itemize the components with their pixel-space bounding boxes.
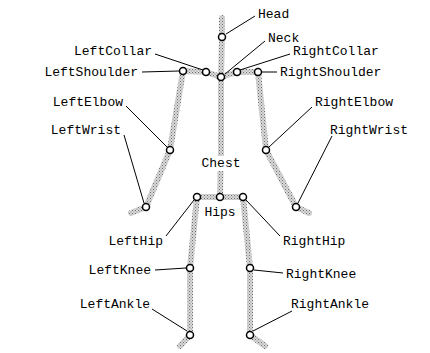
joint-label: LeftElbow — [53, 95, 123, 110]
leader-line — [254, 270, 283, 273]
joint-marker — [263, 147, 270, 154]
leader-line — [155, 54, 203, 70]
leader-lines — [124, 16, 332, 331]
joint-label: RightHip — [283, 234, 345, 249]
joint-marker — [218, 74, 225, 81]
bone — [221, 18, 222, 77]
leader-line — [142, 71, 179, 72]
joint-marker — [293, 204, 300, 211]
joint-marker — [187, 265, 194, 272]
joint-label: LeftCollar — [74, 44, 152, 59]
joint-label: LeftWrist — [51, 123, 121, 138]
bone — [220, 77, 221, 197]
joint-label: RightAnkle — [291, 297, 369, 312]
leader-line — [298, 136, 332, 203]
leader-line — [124, 135, 144, 203]
bone — [131, 71, 221, 213]
joint-marker — [143, 204, 150, 211]
joint-label: LeftHip — [108, 234, 163, 249]
leader-line — [246, 200, 280, 236]
joint-marker — [217, 194, 224, 201]
joint-label: LeftShoulder — [44, 65, 138, 80]
joint-label: RightElbow — [315, 95, 393, 110]
joints — [143, 34, 300, 339]
leader-line — [166, 200, 194, 236]
joint-label: Hips — [204, 205, 235, 220]
joint-label: RightKnee — [286, 267, 356, 282]
joint-marker — [247, 332, 254, 339]
leader-line — [262, 72, 277, 73]
leader-line — [226, 16, 255, 34]
joint-label: Neck — [268, 31, 299, 46]
joint-label: Chest — [200, 156, 241, 171]
joint-label: LeftAnkle — [80, 297, 150, 312]
joint-marker — [234, 69, 241, 76]
joint-marker — [187, 332, 194, 339]
joint-marker — [219, 34, 226, 41]
joint-label: LeftKnee — [89, 263, 151, 278]
joint-label: RightWrist — [330, 123, 408, 138]
joint-label: RightShoulder — [280, 65, 381, 80]
joint-marker — [194, 194, 201, 201]
bone — [221, 72, 309, 213]
joint-marker — [247, 265, 254, 272]
joint-marker — [167, 147, 174, 154]
leader-line — [152, 309, 187, 331]
joint-label: Head — [258, 7, 289, 22]
leader-line — [253, 311, 292, 331]
joint-marker — [255, 69, 262, 76]
joint-label: RightCollar — [293, 44, 379, 59]
joint-marker — [240, 194, 247, 201]
leader-line — [155, 268, 186, 270]
leader-line — [269, 107, 312, 147]
joint-marker — [180, 68, 187, 75]
leader-line — [126, 106, 167, 147]
joint-marker — [203, 69, 210, 76]
